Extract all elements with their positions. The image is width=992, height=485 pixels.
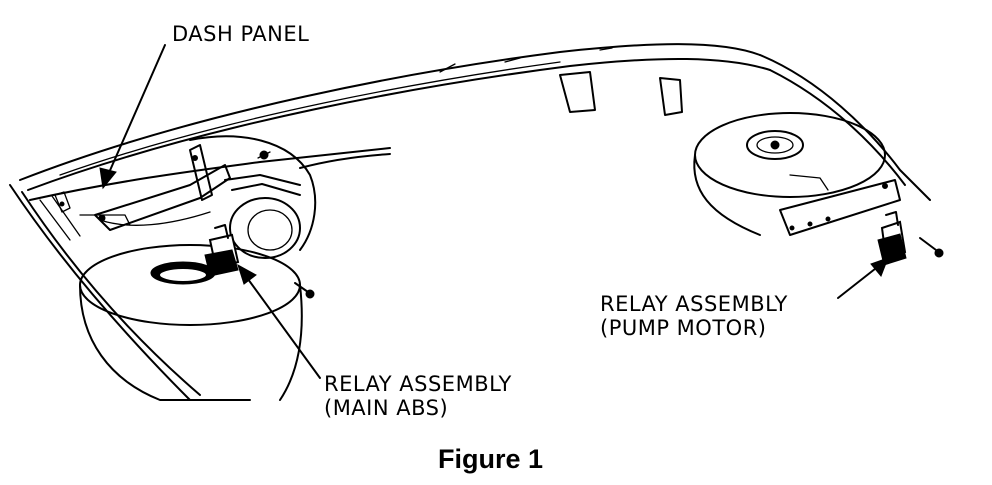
relay-pump-motor-label-line1: RELAY ASSEMBLY <box>600 292 788 316</box>
cowl-top-edge <box>19 43 931 201</box>
leader-main-abs <box>237 263 321 379</box>
relay-main-abs-label-line2: (MAIN ABS) <box>324 396 449 420</box>
pump-motor-relay <box>877 211 907 266</box>
left-fender <box>9 184 201 401</box>
mounting-screw-left <box>294 282 315 299</box>
relay-main-abs-label-line1: RELAY ASSEMBLY <box>324 372 512 396</box>
relay-pump-motor-label-line2: (PUMP MOTOR) <box>600 316 767 340</box>
leader-pump-motor <box>837 257 889 299</box>
left-mounting-bracket <box>94 144 301 231</box>
left-wheel-housing <box>79 135 317 401</box>
right-wheel-housing <box>559 71 886 236</box>
figure-caption: Figure 1 <box>438 444 544 474</box>
leader-dash-panel <box>99 44 166 190</box>
mounting-screw-right <box>919 237 944 258</box>
right-mounting-bracket <box>779 174 901 236</box>
dash-panel-label: DASH PANEL <box>172 22 310 46</box>
main-abs-relay <box>204 224 240 277</box>
